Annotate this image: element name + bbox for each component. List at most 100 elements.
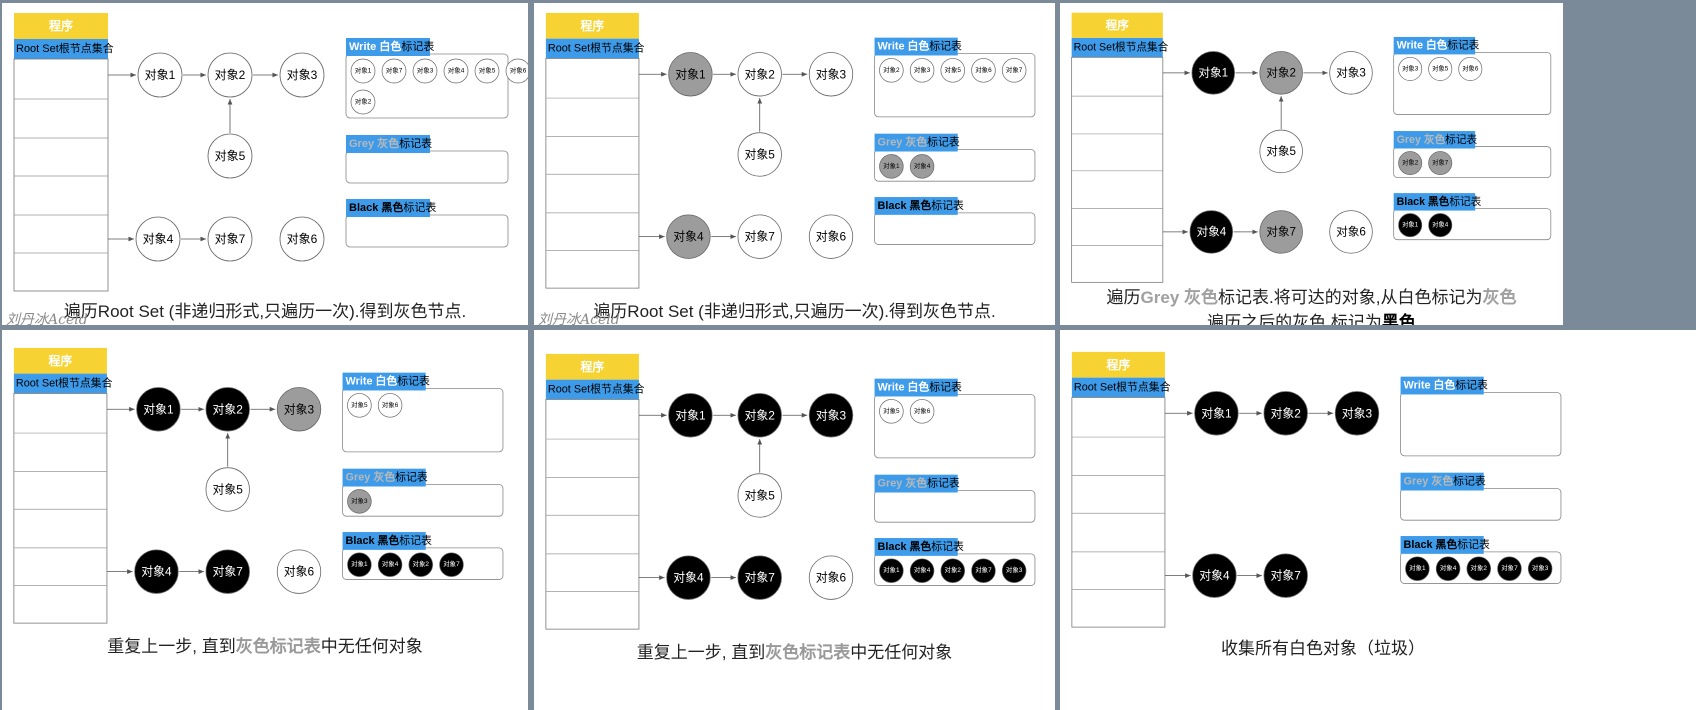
black-table-item — [971, 558, 996, 583]
object-node-label: 对象1 — [1198, 65, 1228, 79]
white-table-item-label: 对象3 — [417, 66, 434, 75]
white-table-item-label: 对象5 — [883, 406, 900, 415]
grey-table-label-tail: 标记表 — [1453, 474, 1486, 488]
black-table-label-bg — [1400, 536, 1484, 554]
black-table-box — [345, 214, 509, 248]
grey-table-item — [909, 154, 935, 179]
black-table-label-bg — [874, 197, 958, 215]
grey-table-item-label: 对象1 — [883, 161, 900, 170]
grey-table-label-en: Grey — [878, 137, 906, 149]
object-node-label: 对象3 — [816, 67, 847, 81]
black-table-item — [879, 558, 904, 583]
white-table-label: Write 白色标记表 — [878, 39, 963, 53]
black-table-item — [377, 552, 403, 577]
root-set-table — [545, 399, 640, 630]
black-table-item-label: 对象4 — [1440, 563, 1457, 572]
caption-segment: 遍历Root Set (非递归形式,只遍历一次).得到灰色节点. — [63, 302, 467, 321]
black-table-label: Black 黑色标记表 — [1397, 195, 1482, 208]
black-table-label: Black 黑色标记表 — [1404, 537, 1491, 551]
object-node-5 — [205, 467, 250, 512]
black-table-item — [1466, 556, 1491, 581]
white-table-label-tail: 标记表 — [929, 380, 962, 394]
step-caption: 遍历Root Set (非递归形式,只遍历一次).得到灰色节点. — [2, 297, 528, 322]
black-table-item-label: 对象1 — [883, 565, 900, 574]
object-node-label: 对象1 — [145, 68, 176, 82]
object-node-label: 对象7 — [745, 571, 775, 585]
grey-table-box — [345, 150, 509, 184]
black-table-item-label: 对象7 — [1501, 563, 1518, 572]
object-node-2 — [1259, 51, 1303, 95]
white-table-label-zh: 白色 — [376, 374, 398, 388]
caption-segment: 遍历之后的灰色,标记为 — [1207, 313, 1382, 325]
black-table-label-en: Black — [346, 535, 378, 547]
object-node-6 — [808, 555, 854, 600]
white-table-item-label: 对象6 — [382, 400, 399, 409]
grey-table-label-zh: 灰色 — [1424, 133, 1446, 146]
white-table-item-label: 对象6 — [510, 66, 527, 75]
object-node-label: 对象7 — [745, 230, 775, 244]
object-node-label: 对象4 — [1196, 224, 1226, 238]
white-table-item-label: 对象4 — [448, 66, 465, 75]
caption-segment: 中无任何对象 — [320, 637, 423, 656]
black-table-label-en: Black — [1397, 196, 1428, 208]
black-table-label-tail: 标记表 — [1457, 537, 1490, 551]
object-node-2 — [207, 52, 253, 98]
object-node-label: 对象2 — [213, 402, 243, 416]
black-table-label-zh: 黑色 — [1436, 537, 1458, 551]
root-set-header — [1071, 377, 1165, 398]
grey-table-label-zh: 灰色 — [373, 470, 395, 484]
object-node-7 — [205, 549, 250, 594]
object-node-7 — [1259, 210, 1303, 254]
object-node-label: 对象1 — [675, 408, 706, 422]
root-set-table — [1071, 56, 1164, 283]
object-node-label: 对象5 — [1266, 144, 1296, 158]
caption-segment: 灰色 — [1482, 288, 1517, 307]
grey-table-label-bg — [874, 133, 958, 152]
grey-table-label-tail: 标记表 — [395, 470, 428, 484]
black-table-label-zh: 黑色 — [910, 198, 932, 212]
caption-segment: 遍历 — [1106, 288, 1141, 307]
black-table-label-tail: 标记表 — [931, 198, 964, 212]
white-table-label-en: Write — [349, 41, 379, 53]
black-table-item — [1527, 556, 1553, 581]
black-table-item — [1497, 556, 1522, 581]
grey-table-label-bg — [346, 135, 430, 153]
grey-table-label-zh: 灰色 — [905, 135, 927, 149]
root-set-label: Root Set根节点集合 — [548, 41, 645, 55]
object-node-5 — [737, 473, 782, 518]
object-node-label: 对象2 — [745, 67, 775, 81]
black-table-item-label: 对象1 — [1409, 563, 1426, 572]
black-table-label-zh: 黑色 — [910, 539, 932, 553]
object-node-3 — [808, 52, 854, 97]
black-table-label-bg — [346, 199, 430, 217]
object-node-4 — [1192, 553, 1237, 598]
object-node-1 — [1194, 391, 1239, 436]
object-node-label: 对象6 — [816, 571, 847, 585]
white-table-item-label: 对象5 — [945, 65, 962, 74]
black-table-item-label: 对象2 — [945, 565, 962, 574]
black-table-label-bg — [874, 538, 958, 556]
white-table-item — [1398, 56, 1423, 81]
black-table-item — [1435, 556, 1461, 581]
white-table-item — [971, 58, 996, 83]
black-table-label-en: Black — [349, 202, 381, 214]
grey-table-label-en: Grey — [1404, 476, 1432, 488]
grey-table-label-bg — [342, 468, 426, 487]
white-table-item — [381, 58, 407, 84]
black-table-label-zh: 黑色 — [378, 533, 400, 547]
black-table-label-en: Black — [878, 200, 910, 212]
white-table-label: Write 白色标记表 — [349, 39, 434, 53]
white-table-item — [443, 58, 469, 84]
caption-segment: 遍历Root Set (非递归形式,只遍历一次).得到灰色节点. — [593, 302, 996, 321]
root-set-header — [1071, 37, 1163, 58]
grey-table-label: Grey 灰色标记表 — [878, 135, 960, 149]
white-table-item — [909, 399, 935, 424]
white-table-label-tail: 标记表 — [1447, 39, 1479, 52]
black-table-item — [940, 558, 965, 583]
caption-segment: Grey 灰色 — [1140, 288, 1219, 307]
black-table-label-tail: 标记表 — [403, 200, 436, 214]
